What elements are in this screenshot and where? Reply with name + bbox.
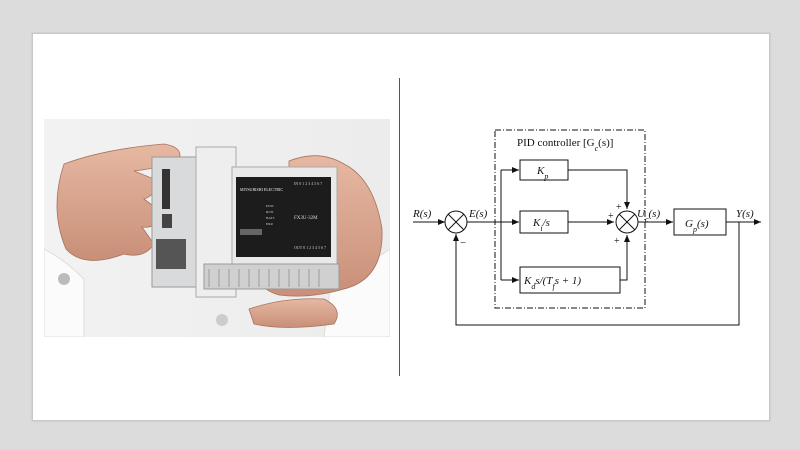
control-signal-label: Uc(s)	[637, 208, 660, 224]
kd-label: Kds/(Tfs + 1)	[523, 275, 581, 291]
plc-model: FX3U-32M	[294, 216, 318, 221]
slide-divider	[399, 78, 400, 376]
feedback-minus-sign: −	[460, 237, 466, 249]
plc-status-batt: BATT	[266, 216, 276, 220]
plc-photo: MITSUBISHI ELECTRIC FX3U-32M IN 0 1 2 3 …	[44, 119, 390, 337]
cufflink-icon	[216, 314, 228, 326]
cufflink-icon	[58, 273, 70, 285]
plc-status-run: RUN	[266, 210, 274, 214]
plus-sign-kp: +	[616, 202, 622, 213]
pid-controller-title: PID controller [Gc(s)]	[517, 137, 613, 153]
output-label: Y(s)	[736, 208, 754, 220]
pid-block-diagram: PID controller [Gc(s)] R(s) E(s) − Kp Ki…	[412, 129, 761, 326]
kp-label: Kp	[536, 165, 548, 181]
plc-front-panel	[236, 177, 331, 257]
plc-status-err: ERR	[266, 222, 273, 226]
plc-io-out: OUT 0 1 2 3 4 5 6 7	[294, 245, 326, 250]
input-label: R(s)	[412, 208, 432, 220]
plant-label: Gp(s)	[685, 218, 709, 234]
plus-sign-ki: +	[608, 211, 614, 222]
pid-controller-boundary	[494, 129, 646, 309]
error-label: E(s)	[468, 208, 488, 220]
plus-sign-kd: +	[614, 236, 620, 247]
plc-io-in: IN 0 1 2 3 4 5 6 7	[294, 181, 322, 186]
plc-status-pow: POW	[266, 204, 274, 208]
slide: MITSUBISHI ELECTRIC FX3U-32M IN 0 1 2 3 …	[32, 33, 770, 421]
ki-label: Ki/s	[532, 217, 550, 233]
plc-brand: MITSUBISHI ELECTRIC	[240, 187, 283, 192]
